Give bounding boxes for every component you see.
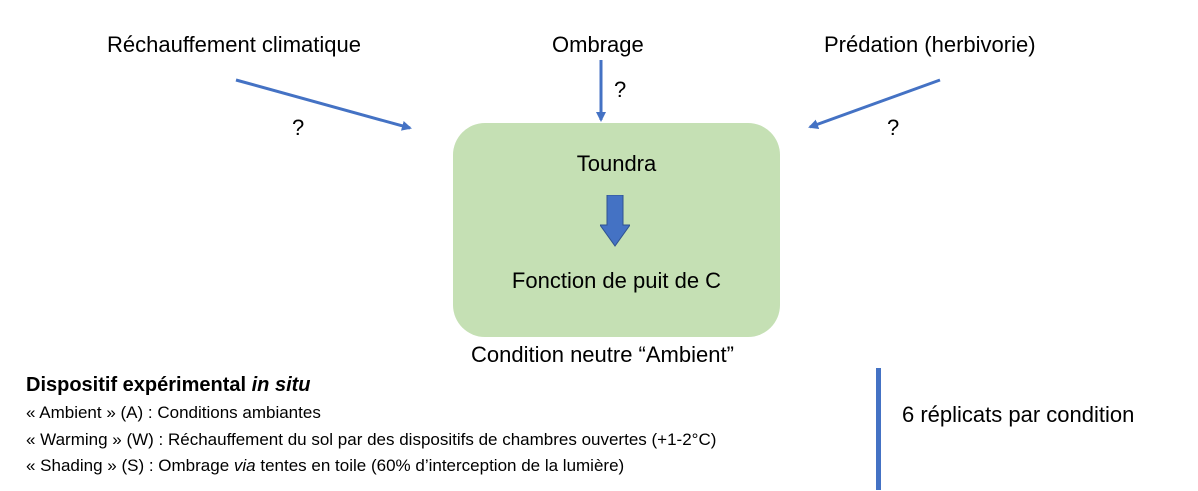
setup-title-emph: in situ — [251, 374, 311, 396]
setup-shading-line: « Shading » (S) : Ombrage via tentes en … — [26, 455, 624, 477]
setup-title-main: Dispositif expérimental — [26, 374, 247, 396]
predation-unknown-marker: ? — [887, 115, 900, 140]
shading-prefix: « Shading » (S) : Ombrage — [26, 456, 230, 475]
warming-arrow — [235, 78, 412, 131]
predation-arrow — [808, 78, 941, 129]
setup-title: Dispositif expérimental in situ — [26, 373, 311, 397]
warming-unknown-marker: ? — [292, 115, 305, 140]
shading-emph: via — [233, 456, 256, 475]
factor-predation-label: Prédation (herbivorie) — [824, 32, 1036, 57]
tundra-box: Toundra Fonction de puit de C — [453, 123, 780, 337]
shading-suffix: tentes en toile (60% d’interception de l… — [260, 456, 625, 475]
neutral-condition-caption: Condition neutre “Ambient” — [471, 342, 734, 367]
tundra-label: Toundra — [576, 151, 657, 176]
factor-warming-label: Réchauffement climatique — [107, 32, 361, 57]
setup-ambient-line: « Ambient » (A) : Conditions ambiantes — [26, 403, 321, 422]
carbon-sink-label: Fonction de puit de C — [511, 268, 722, 293]
replicates-label: 6 réplicats par condition — [902, 402, 1135, 427]
vertical-divider — [876, 368, 881, 490]
down-block-arrow-icon — [600, 195, 630, 247]
setup-warming-line: « Warming » (W) : Réchauffement du sol p… — [26, 430, 717, 449]
shading-unknown-marker: ? — [614, 77, 627, 102]
factor-shading-label: Ombrage — [552, 32, 644, 57]
